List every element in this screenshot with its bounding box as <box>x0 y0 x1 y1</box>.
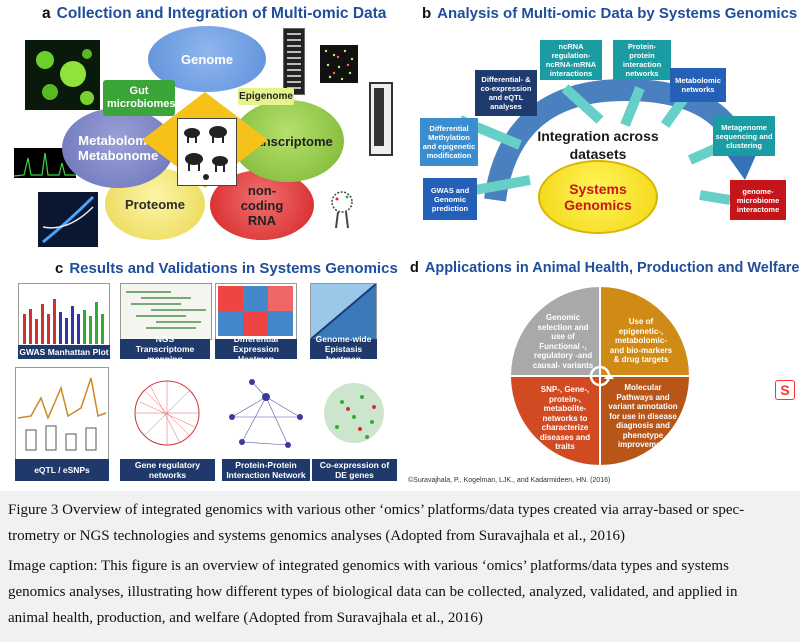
figure-caption: Figure 3 Overview of integrated genomics… <box>0 491 800 642</box>
panel-b-letter: b <box>422 5 432 22</box>
box-metagenome-label: Metagenome sequencing and clustering <box>715 122 773 150</box>
thumb-ngs <box>120 283 212 340</box>
box-interactome: genome- microbiome interactome <box>730 180 786 220</box>
systems-genomics-core: Systems Genomics <box>538 160 658 234</box>
array-strip-image <box>283 28 305 95</box>
caption-line1: Figure 3 Overview of integrated genomics… <box>8 502 745 518</box>
box-methylation: Differential Methylation and epigenetic … <box>420 118 478 166</box>
node-transcriptome-label: Transcriptome <box>243 133 333 149</box>
label-eqtl-text: eQTL / eSNPs <box>34 465 90 475</box>
thumb-epistasis <box>310 283 377 340</box>
box-methylation-label: Differential Methylation and epigenetic … <box>422 124 476 160</box>
label-ngs: NGS Transcriptome mapping <box>120 334 210 364</box>
gel-strip-image <box>369 82 393 156</box>
box-metagenome: Metagenome sequencing and clustering <box>713 116 775 156</box>
sogou-watermark-icon: S <box>775 380 795 400</box>
node-noncoding-label: non-coding RNA <box>240 182 284 228</box>
node-gut-microbiomes: Gut microbiomes <box>103 80 175 116</box>
panel-b-title-text: Analysis of Multi-omic Data by Systems G… <box>437 5 798 22</box>
node-metabolome-label: Metabolome/ Metabonome <box>78 133 159 163</box>
node-proteome-label: Proteome <box>125 196 185 212</box>
box-ncrna-label: ncRNA regulation- ncRNA-mRNA interaction… <box>545 42 597 78</box>
box-interactome-label: genome- microbiome interactome <box>736 186 780 214</box>
core-line2: Genomics <box>564 197 632 213</box>
bacteria-image <box>25 40 100 110</box>
quadrant-epigenetic-markers: Use of epigenetic-, metabolomic- and bio… <box>608 317 674 365</box>
node-epigenome-label: Epigenome <box>239 91 293 102</box>
caption-line2: trometry or NGS technologies and systems… <box>8 528 625 544</box>
label-ppi: Protein-Protein Interaction Network <box>222 459 310 481</box>
panel-d: d Applications in Animal Health, Producti… <box>400 255 800 491</box>
panel-b: b Analysis of Multi-omic Data by Systems … <box>400 0 800 250</box>
quadrant-snp-networks: SNP-, Gene-, protein-, metabolite- netwo… <box>532 385 598 452</box>
quadrant-molecular-pathways: Molecular Pathways and variant annotatio… <box>608 383 678 450</box>
thumb-gwas <box>18 283 110 347</box>
panel-a-letter: a <box>42 5 51 22</box>
core-line1: Systems <box>569 181 627 197</box>
label-heatmap: Differential Expression Heatmap <box>215 334 297 364</box>
quadrant-1-label: Genomic selection and use of Functional … <box>532 313 594 370</box>
thumb-ppi <box>222 367 310 459</box>
node-genome-label: Genome <box>180 51 233 67</box>
caption-line3: Image caption: This figure is an overvie… <box>8 558 729 574</box>
dna-image <box>38 192 98 247</box>
label-gene-regulatory-text: Gene regulatory networks <box>134 460 201 480</box>
caption-line5: animal health, production, and welfare (… <box>8 610 483 626</box>
box-coexpression-label: Differential- & co-expression and eQTL a… <box>480 75 532 111</box>
label-ngs-text: NGS Transcriptome mapping <box>135 334 195 364</box>
label-epistasis-text: Genome-wide Epistasis heatmap <box>315 334 372 364</box>
thumb-gene-regulatory <box>120 367 215 459</box>
panel-d-letter: d <box>410 260 419 276</box>
label-heatmap-text: Differential Expression Heatmap <box>233 334 279 364</box>
node-epigenome: Epigenome <box>238 88 294 105</box>
panel-c-title: c Results and Validations in Systems Geno… <box>55 260 398 277</box>
panel-b-title: b Analysis of Multi-omic Data by Systems … <box>422 5 797 22</box>
label-coexpression: Co-expression of DE genes <box>312 459 397 481</box>
panel-d-title: d Applications in Animal Health, Producti… <box>410 260 800 276</box>
caption-line4: genomics analyses, illustrating how diff… <box>8 584 738 600</box>
panel-a: a Collection and Integration of Multi-omi… <box>0 0 400 250</box>
quadrant-3-label: SNP-, Gene-, protein-, metabolite- netwo… <box>539 385 591 451</box>
box-gwas: GWAS and Genomic prediction <box>423 178 477 220</box>
box-metabolomic: Metabolomic networks <box>670 68 726 102</box>
node-gut-label: Gut microbiomes <box>107 85 176 110</box>
microarray-image <box>320 45 358 83</box>
box-metabolomic-label: Metabolomic networks <box>675 76 721 94</box>
panel-c-letter: c <box>55 260 64 277</box>
label-eqtl: eQTL / eSNPs <box>15 459 109 481</box>
thumb-eqtl <box>15 367 109 461</box>
box-coexpression: Differential- & co-expression and eQTL a… <box>475 70 537 116</box>
quadrant-4-label: Molecular Pathways and variant annotatio… <box>608 383 678 449</box>
thumb-heatmap <box>215 283 297 340</box>
integration-line1: Integration across datasets <box>537 128 659 162</box>
box-ppi-label: Protein- protein interaction networks <box>622 42 662 78</box>
panel-c-title-text: Results and Validations in Systems Genom… <box>69 260 398 277</box>
box-gwas-label: GWAS and Genomic prediction <box>430 185 470 213</box>
label-gwas: GWAS Manhattan Plot <box>18 345 110 359</box>
box-ncrna: ncRNA regulation- ncRNA-mRNA interaction… <box>540 40 602 80</box>
box-ppi: Protein- protein interaction networks <box>613 40 671 80</box>
quadrant-2-label: Use of epigenetic-, metabolomic- and bio… <box>609 317 673 364</box>
panel-a-title-text: Collection and Integration of Multi-omic… <box>56 5 387 22</box>
panel-d-title-text: Applications in Animal Health, Productio… <box>424 260 800 276</box>
panel-a-title: a Collection and Integration of Multi-omi… <box>42 5 386 23</box>
thumb-coexpression <box>312 367 397 459</box>
label-ppi-text: Protein-Protein Interaction Network <box>226 460 306 480</box>
label-gene-regulatory: Gene regulatory networks <box>120 459 215 481</box>
applications-wheel <box>510 285 690 467</box>
label-coexpression-text: Co-expression of DE genes <box>319 460 390 480</box>
panel-d-credit: ©Suravajhala, P., Kogelman, LJK., and Ka… <box>408 477 611 484</box>
animals-image <box>177 118 237 186</box>
label-epistasis: Genome-wide Epistasis heatmap <box>310 334 377 364</box>
quadrant-genomic-selection: Genomic selection and use of Functional … <box>530 313 596 370</box>
panel-c: c Results and Validations in Systems Geno… <box>0 255 400 491</box>
label-gwas-text: GWAS Manhattan Plot <box>19 347 109 357</box>
rna-hairpin-image <box>322 188 362 230</box>
